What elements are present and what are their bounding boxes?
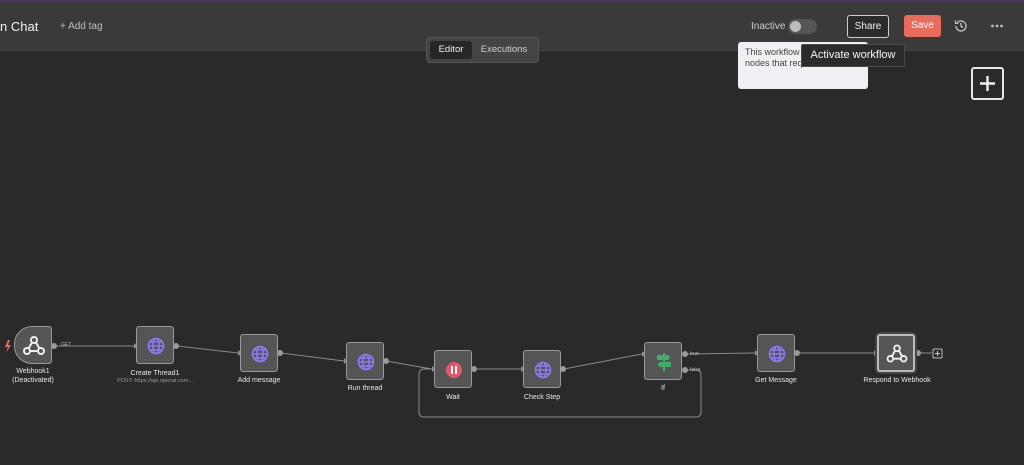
view-switcher: Editor Executions: [426, 37, 539, 63]
top-accent: [0, 0, 1024, 2]
edge-if-false-loop: [418, 368, 702, 418]
edge-label-method: GET: [61, 342, 72, 348]
tab-editor[interactable]: Editor: [430, 41, 472, 59]
node-webhook1[interactable]: [14, 326, 52, 364]
node-if[interactable]: [644, 342, 682, 380]
add-tag-button[interactable]: + Add tag: [60, 21, 103, 32]
toggle-knob: [790, 21, 801, 32]
globe-icon: [534, 361, 552, 379]
node-label-if: If: [661, 385, 665, 392]
node-respond-to-webhook[interactable]: [877, 334, 915, 372]
save-button[interactable]: Save: [904, 15, 941, 37]
globe-icon: [357, 353, 375, 371]
edge-if-get: [685, 352, 756, 355]
plus-icon: [980, 76, 995, 91]
tab-executions[interactable]: Executions: [480, 44, 528, 55]
edge-label-false: false: [690, 367, 701, 373]
edge-run-wait: [385, 360, 433, 370]
webhook-icon: [23, 336, 45, 355]
edge-check-if-true: [563, 353, 643, 370]
node-get-message[interactable]: [757, 334, 795, 372]
signpost-icon: [657, 353, 671, 371]
edge-label-true: true: [690, 351, 699, 357]
add-node-button[interactable]: [971, 67, 1004, 100]
node-label-check-step: Check Step: [523, 394, 561, 401]
node-label-create-thread1: Create Thread1: [130, 370, 180, 377]
node-label-respond-to-webhook: Respond to Webhook: [863, 377, 931, 384]
share-button[interactable]: Share: [847, 15, 889, 38]
activate-workflow-tooltip: Activate workflow: [801, 44, 905, 67]
node-subtitle-webhook1: (Deactivated): [12, 377, 54, 384]
workflow-name[interactable]: n Chat: [0, 19, 39, 34]
status-label: Inactive: [751, 21, 786, 32]
node-create-thread1[interactable]: [136, 326, 174, 364]
node-subtitle-create-thread1: POST: https://api.openai.com...: [117, 378, 193, 384]
node-run-thread[interactable]: [346, 342, 384, 380]
pause-icon: [446, 362, 462, 378]
globe-icon: [251, 345, 269, 363]
node-label-run-thread: Run thread: [347, 385, 383, 392]
globe-icon: [768, 345, 786, 363]
trigger-bolt-icon: [5, 340, 11, 353]
node-label-wait: Wait: [446, 394, 460, 401]
node-label-add-message: Add message: [237, 377, 281, 384]
webhook-icon: [886, 344, 908, 363]
node-wait[interactable]: [434, 350, 472, 388]
more-options-icon[interactable]: [990, 18, 1004, 34]
add-next-node-icon[interactable]: [932, 348, 943, 359]
history-icon[interactable]: [953, 18, 969, 34]
activate-toggle[interactable]: [788, 19, 817, 34]
node-check-step[interactable]: [523, 350, 561, 388]
globe-icon: [147, 337, 165, 355]
node-label-webhook1: Webhook1: [16, 368, 50, 375]
node-label-get-message: Get Message: [755, 377, 797, 384]
node-add-message[interactable]: [240, 334, 278, 372]
edge-create-add: [176, 345, 239, 354]
edge-add-run: [280, 352, 345, 362]
